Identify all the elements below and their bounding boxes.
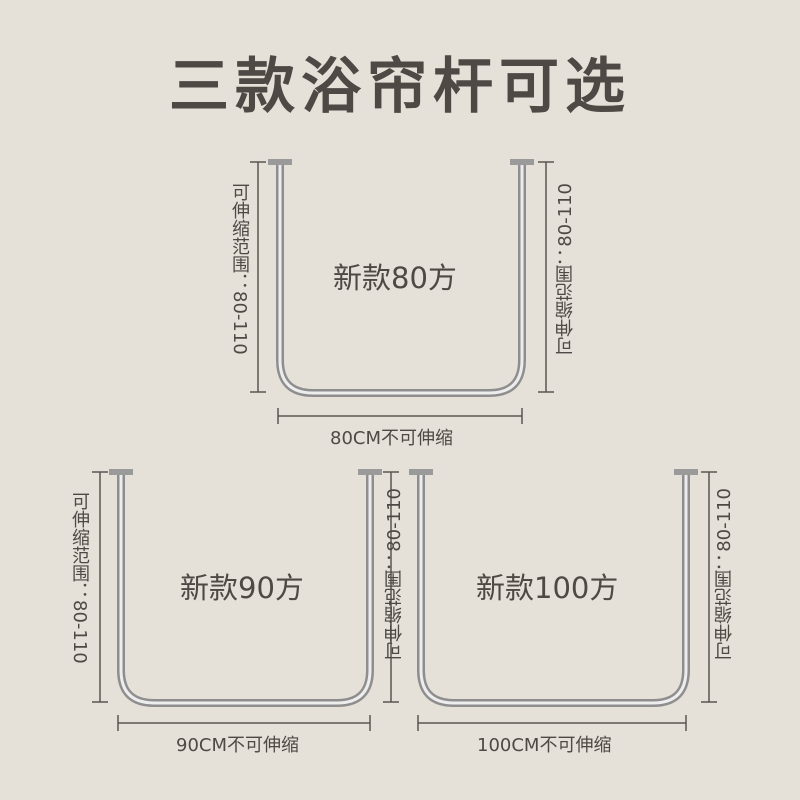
mount-plate-icon <box>358 469 382 475</box>
dimension-lines <box>417 471 717 731</box>
product-name-100: 新款100方 <box>476 571 619 605</box>
width-label-80: 80CM不可伸缩 <box>330 428 454 449</box>
dimension-lines <box>250 161 554 424</box>
page-title: 三款浴帘杆可选 <box>169 52 631 122</box>
pole-100 <box>409 469 717 731</box>
height-label-90-right: 可伸缩范围：80-110 <box>384 488 405 660</box>
mount-plate-icon <box>409 469 433 475</box>
product-name-80: 新款80方 <box>333 261 457 295</box>
mount-plate-icon <box>109 469 133 475</box>
dimension-lines <box>92 471 399 731</box>
height-label-100-right: 可伸缩范围：80-110 <box>714 488 735 660</box>
width-label-100: 100CM不可伸缩 <box>477 735 612 756</box>
mount-plate-icon <box>674 469 698 475</box>
width-label-90: 90CM不可伸缩 <box>176 735 300 756</box>
mount-plate-icon <box>268 159 292 165</box>
mount-plate-icon <box>510 159 534 165</box>
product-name-90: 新款90方 <box>180 571 304 605</box>
pole-90 <box>92 469 399 731</box>
height-label-80-right: 可伸缩范围：80-110 <box>555 183 576 355</box>
height-label-90-left: 可伸缩范围：80-110 <box>69 492 90 664</box>
height-label-80-left: 可伸缩范围：80-110 <box>229 183 250 355</box>
pole-80 <box>250 159 554 424</box>
